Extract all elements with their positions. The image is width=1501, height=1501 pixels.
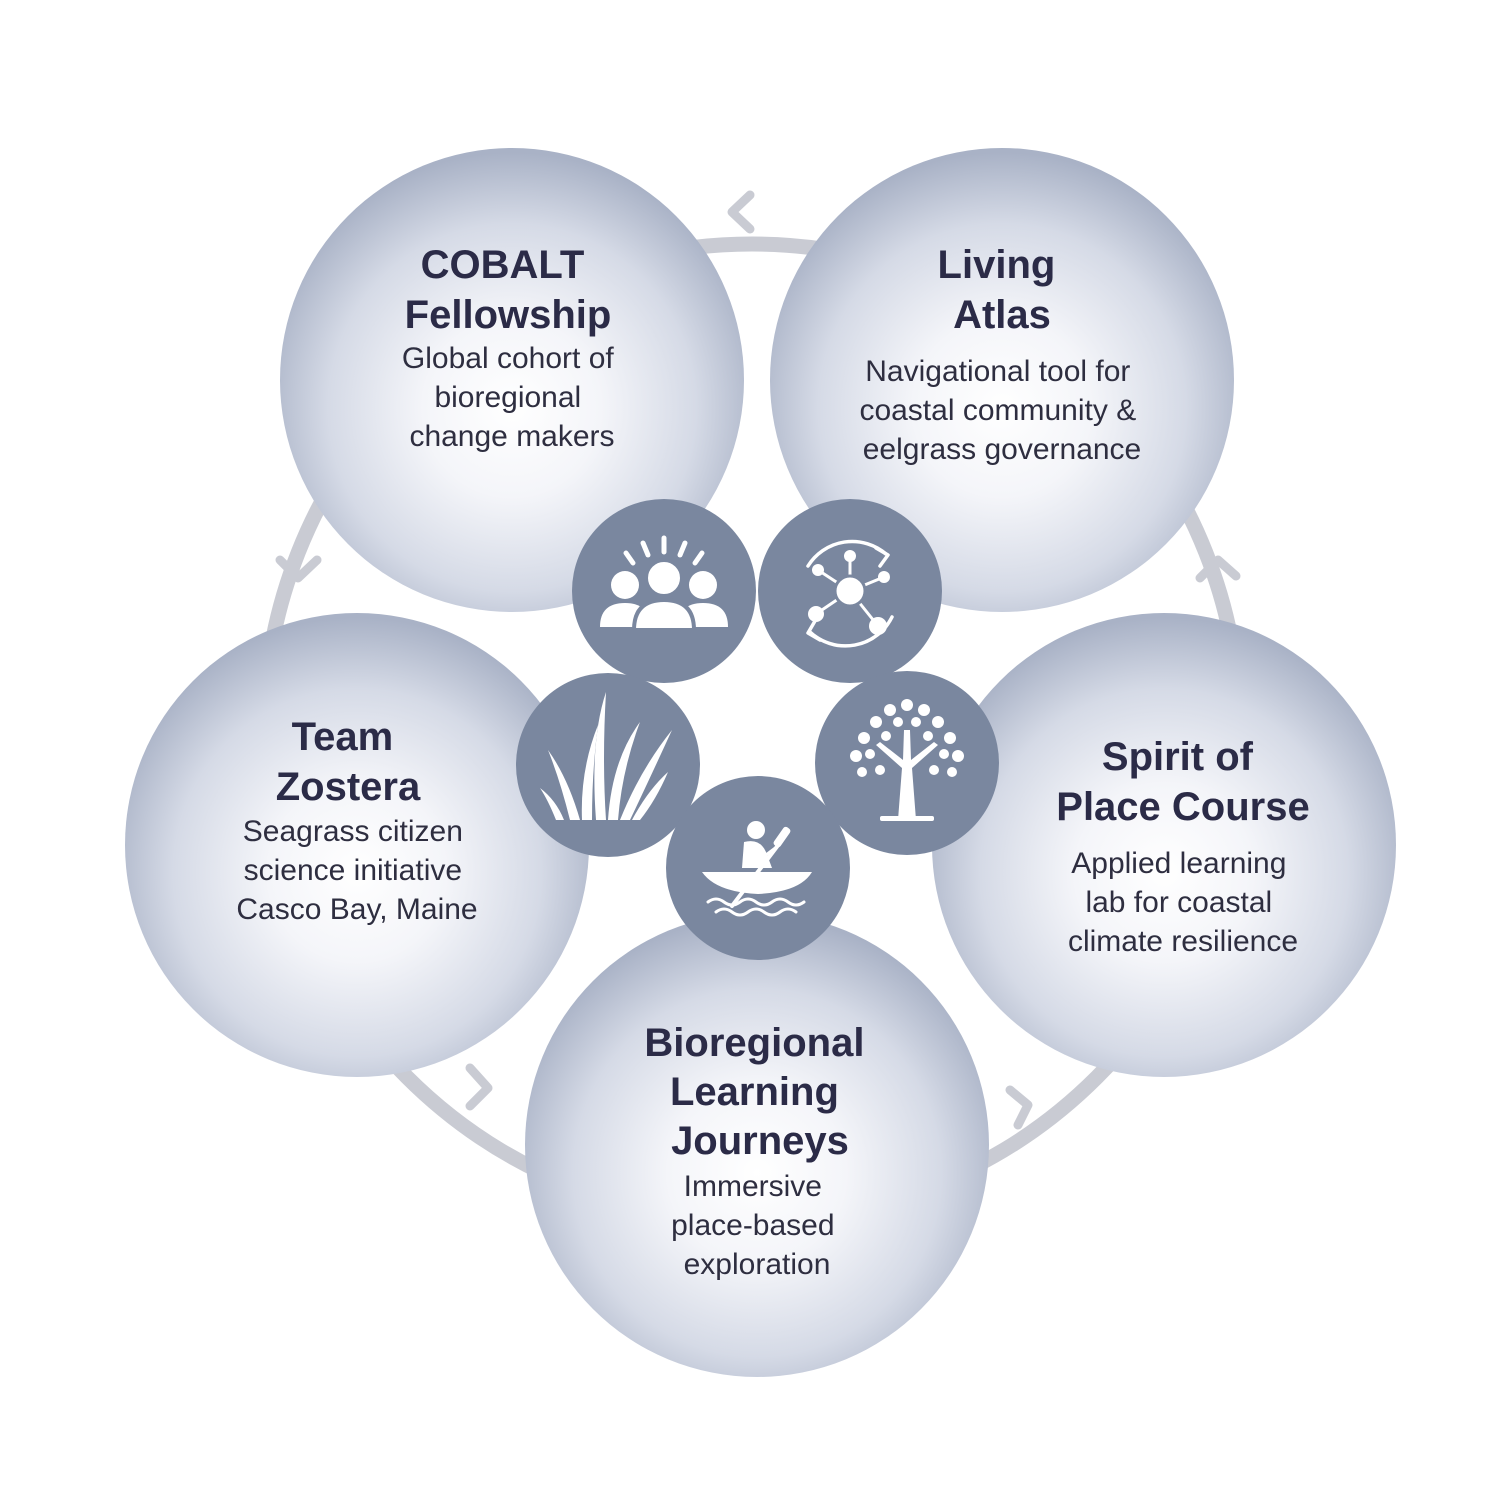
- node-title-line: Bioregional: [644, 1021, 864, 1065]
- node-bubble: [125, 613, 589, 1077]
- node-living-atlas: Living Atlas Navigational tool for coast…: [770, 148, 1234, 612]
- node-title-line: Place Course: [1056, 785, 1309, 829]
- node-desc-line: change makers: [409, 420, 614, 453]
- seagrass-icon: [516, 673, 700, 857]
- node-title-line: Fellowship: [405, 293, 612, 337]
- node-desc-line: Casco Bay, Maine: [236, 893, 477, 926]
- node-title: Bioregional Learning Journeys: [644, 1021, 875, 1163]
- node-title-line: COBALT: [421, 243, 585, 287]
- node-bubble: [525, 913, 989, 1377]
- node-bubble: [770, 148, 1234, 612]
- node-desc-line: coastal community &: [859, 394, 1136, 427]
- node-description: Seagrass citizen science initiative Casc…: [236, 815, 477, 926]
- node-bioregional-learning-journeys: Bioregional Learning Journeys Immersive …: [525, 913, 989, 1377]
- node-title: COBALT Fellowship: [405, 243, 612, 337]
- node-spirit-of-place-course: Spirit of Place Course Applied learning …: [932, 613, 1396, 1077]
- icon-disc: [516, 673, 700, 857]
- community-people-icon: [572, 499, 756, 683]
- node-title: Team Zostera: [276, 715, 421, 809]
- node-bubble: [280, 148, 744, 612]
- cycle-arrow-top: [727, 190, 755, 234]
- node-description: Global cohort of bioregional change make…: [402, 342, 622, 453]
- node-description: Applied learning lab for coastal climate…: [1068, 847, 1298, 958]
- node-title-line: Spirit of: [1102, 735, 1254, 779]
- canoe-paddler-icon: [666, 776, 850, 960]
- node-title: Spirit of Place Course: [1056, 735, 1309, 829]
- node-team-zostera: Team Zostera Seagrass citizen science in…: [125, 613, 589, 1077]
- node-desc-line: Global cohort of: [402, 342, 614, 375]
- node-title-line: Atlas: [953, 293, 1051, 337]
- node-desc-line: Immersive: [684, 1170, 822, 1203]
- cycle-arrow-right: [1195, 555, 1241, 583]
- network-cycle-icon: [758, 499, 942, 683]
- node-description: Navigational tool for coastal community …: [859, 355, 1144, 466]
- node-desc-line: lab for coastal: [1085, 886, 1272, 919]
- node-bubble: [932, 613, 1396, 1077]
- node-description: Immersive place-based exploration: [671, 1170, 843, 1281]
- cycle-arrow-bottom-left: [465, 1063, 493, 1111]
- cycle-arrow-left: [275, 555, 322, 583]
- node-desc-line: Seagrass citizen: [243, 815, 463, 848]
- node-title: Living Atlas: [938, 243, 1067, 337]
- node-title-line: Learning: [670, 1070, 839, 1114]
- tree-icon: [815, 671, 999, 855]
- node-desc-line: bioregional: [434, 381, 581, 414]
- node-desc-line: Applied learning: [1071, 847, 1286, 880]
- node-desc-line: place-based: [671, 1209, 834, 1242]
- cycle-arrow-bottom-right: [1005, 1085, 1033, 1130]
- node-desc-line: climate resilience: [1068, 925, 1298, 958]
- node-desc-line: eelgrass governance: [863, 433, 1142, 466]
- node-desc-line: science initiative: [244, 854, 462, 887]
- node-title-line: Team: [292, 715, 394, 759]
- node-title-line: Zostera: [276, 765, 421, 809]
- node-desc-line: Navigational tool for: [865, 355, 1130, 388]
- node-title-line: Living: [938, 243, 1056, 287]
- node-title-line: Journeys: [671, 1119, 849, 1163]
- node-cobalt-fellowship: COBALT Fellowship Global cohort of biore…: [280, 148, 744, 612]
- node-desc-line: exploration: [684, 1248, 831, 1281]
